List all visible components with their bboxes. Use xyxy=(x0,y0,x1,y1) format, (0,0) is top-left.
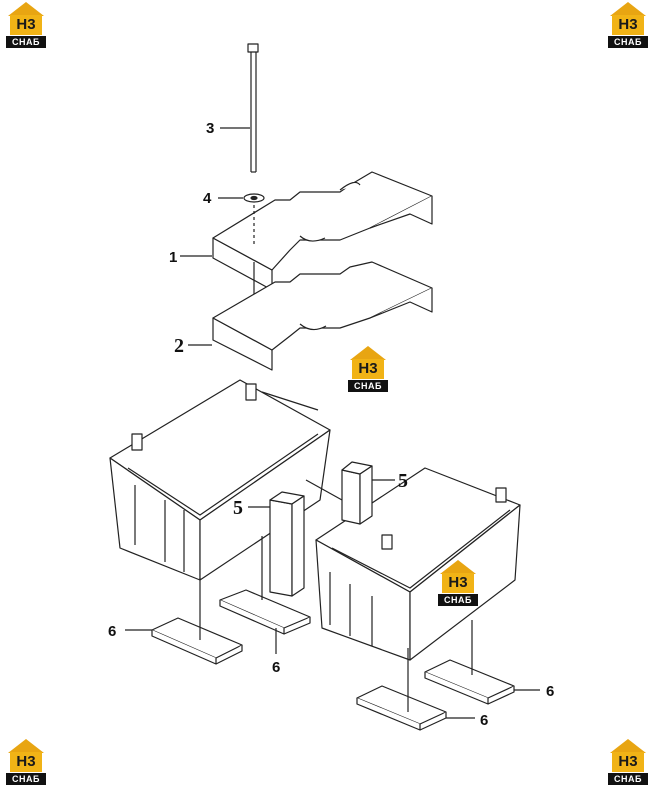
logo-mark: Н3 xyxy=(10,752,42,772)
logo-mark: Н3 xyxy=(612,752,644,772)
lower-bracket-part xyxy=(212,261,433,371)
logo-caption: СНАБ xyxy=(608,36,648,48)
bolt-part xyxy=(247,43,259,173)
pad-3 xyxy=(424,659,515,705)
logo-caption: СНАБ xyxy=(608,773,648,785)
logo-roof-icon xyxy=(8,739,44,753)
logo-caption: СНАБ xyxy=(348,380,388,392)
callout-6-center: 6 xyxy=(272,659,280,676)
callout-2: 2 xyxy=(174,335,184,357)
pad-2 xyxy=(219,589,311,635)
callout-6-right: 6 xyxy=(546,683,554,700)
logo-caption: СНАБ xyxy=(6,773,46,785)
spacer-block-left xyxy=(269,491,305,597)
logo-caption: СНАБ xyxy=(438,594,478,606)
logo-roof-icon xyxy=(610,739,646,753)
logo-roof-icon xyxy=(610,2,646,16)
logo-roof-icon xyxy=(350,346,386,360)
callout-3: 3 xyxy=(206,120,214,137)
logo-mark: Н3 xyxy=(10,15,42,35)
logo-roof-icon xyxy=(8,2,44,16)
callout-5-right: 5 xyxy=(398,470,408,492)
watermark-logo-center: Н3 СНАБ xyxy=(344,346,392,394)
watermark-logo-top-left: Н3 СНАБ xyxy=(2,2,50,50)
watermark-logo-right-battery: Н3 СНАБ xyxy=(434,560,482,608)
left-battery xyxy=(109,379,331,581)
callout-1: 1 xyxy=(169,249,177,266)
logo-mark: Н3 xyxy=(612,15,644,35)
pad-4 xyxy=(356,685,447,731)
logo-roof-icon xyxy=(440,560,476,574)
right-battery xyxy=(315,467,521,661)
logo-mark: Н3 xyxy=(352,359,384,379)
watermark-logo-top-right: Н3 СНАБ xyxy=(604,2,652,50)
logo-caption: СНАБ xyxy=(6,36,46,48)
callout-6-bottom: 6 xyxy=(480,712,488,729)
top-bracket-part xyxy=(212,171,433,291)
watermark-logo-bottom-left: Н3 СНАБ xyxy=(2,739,50,787)
callout-5-left: 5 xyxy=(233,497,243,519)
watermark-logo-bottom-right: Н3 СНАБ xyxy=(604,739,652,787)
washer-part xyxy=(243,193,265,203)
callout-6-left: 6 xyxy=(108,623,116,640)
pad-1 xyxy=(151,617,243,665)
callout-4: 4 xyxy=(203,190,212,207)
spacer-block-right xyxy=(341,461,373,525)
logo-mark: Н3 xyxy=(442,573,474,593)
